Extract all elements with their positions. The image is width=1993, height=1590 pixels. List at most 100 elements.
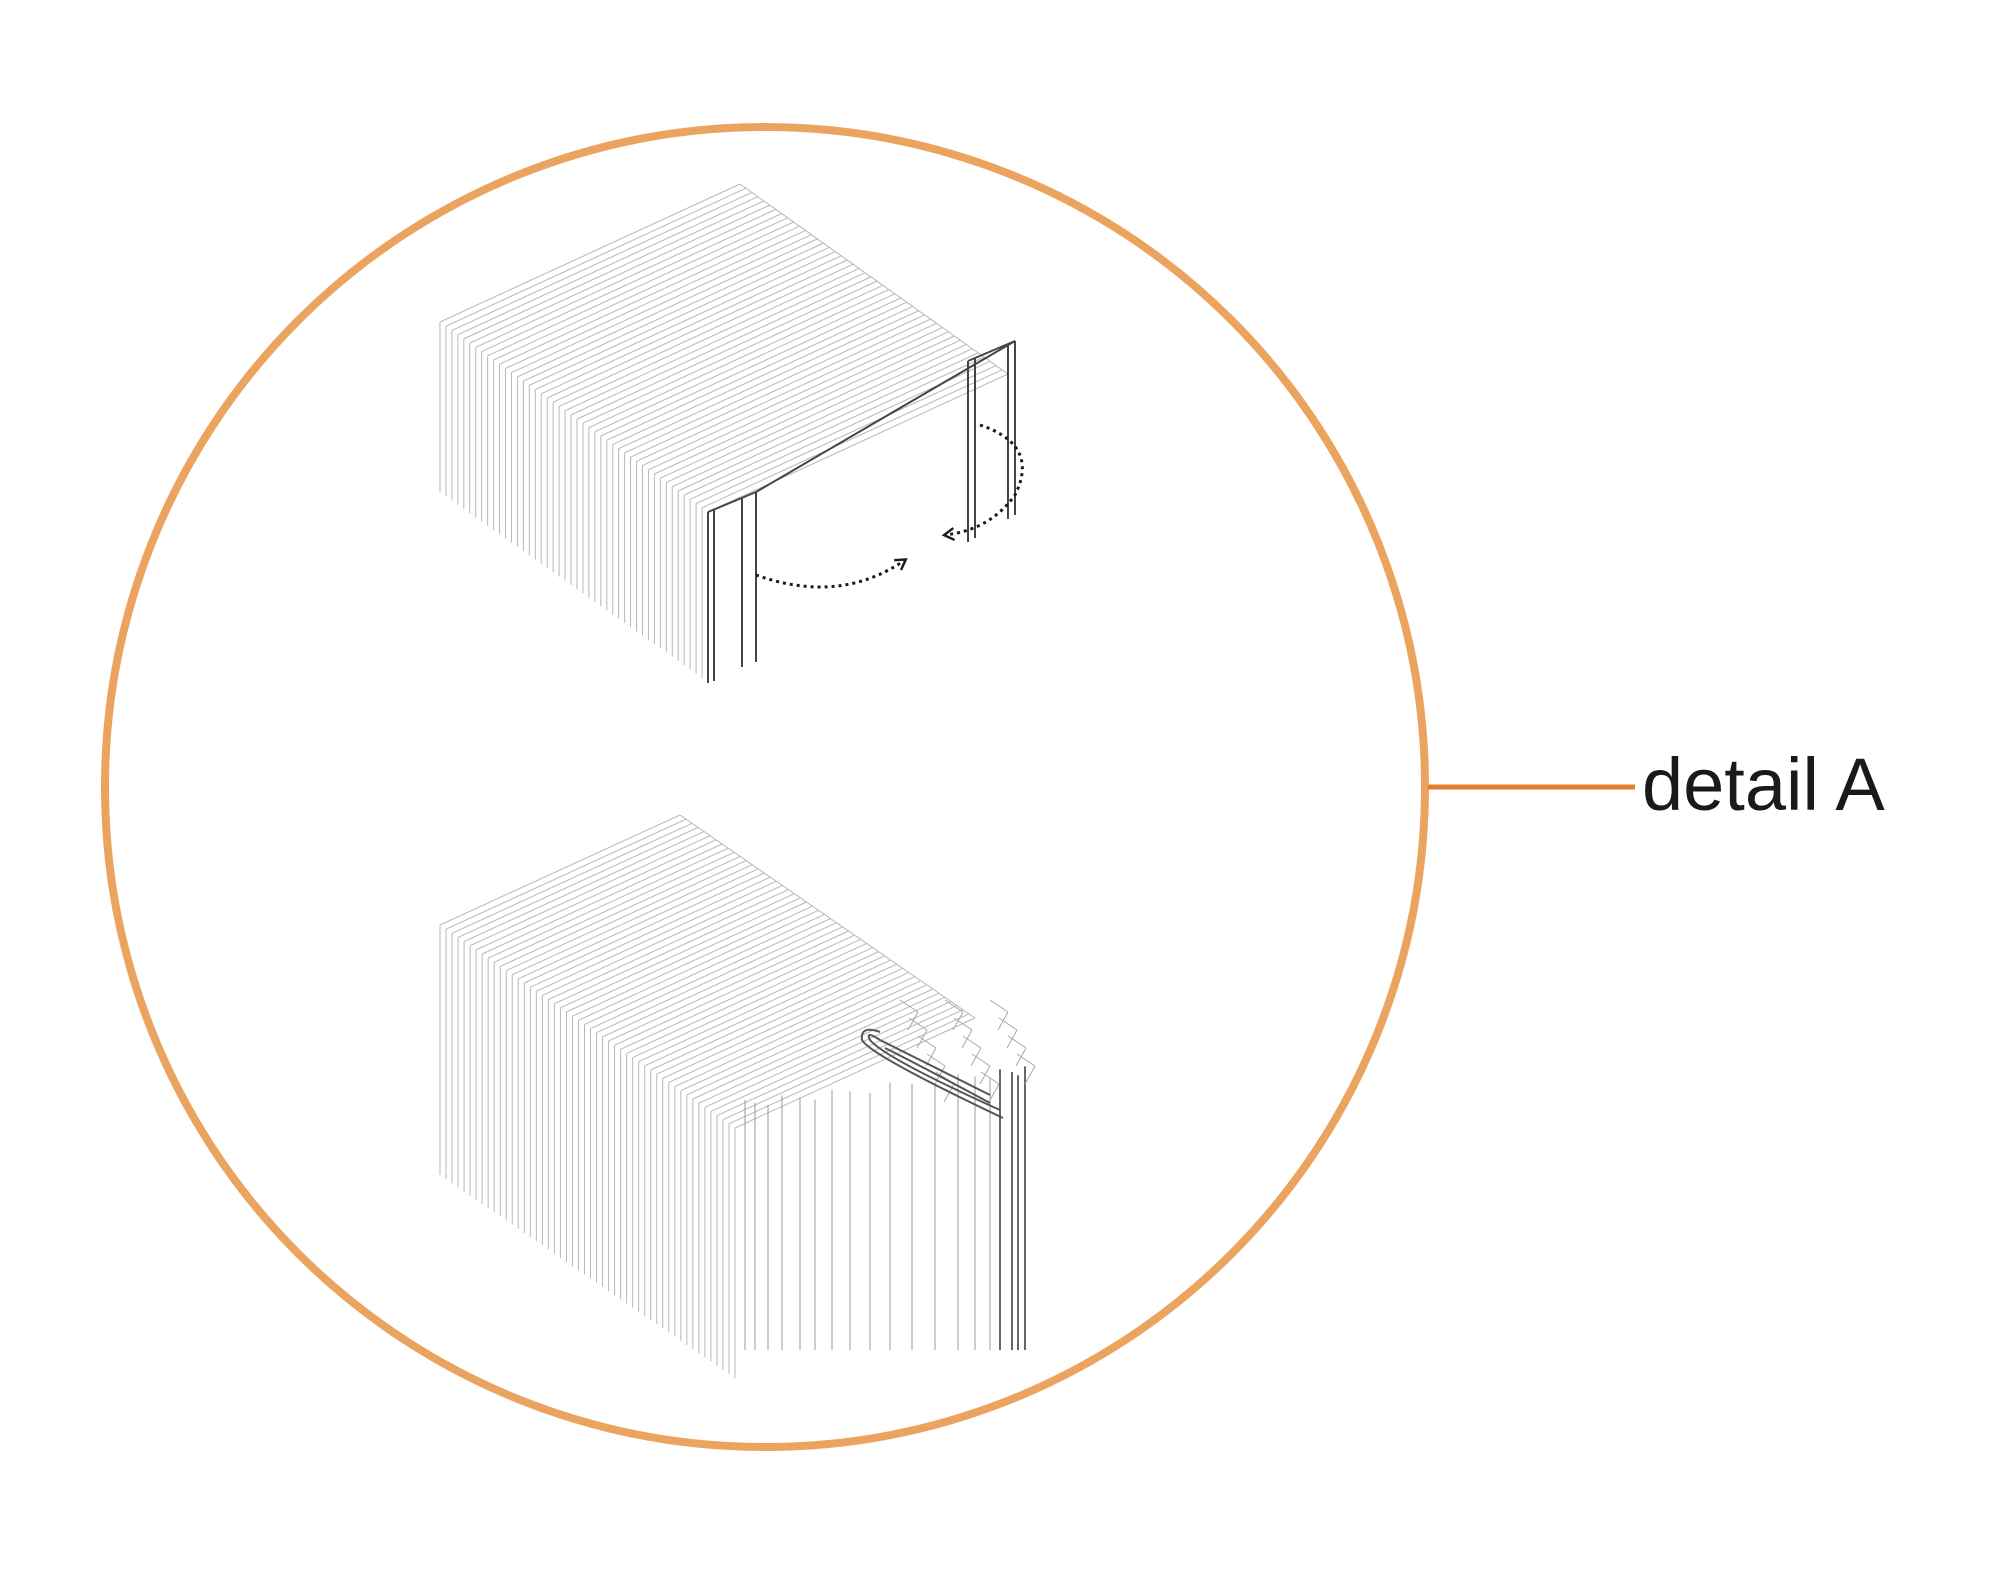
fin-line (632, 947, 873, 1059)
fold-loop (860, 1028, 1004, 1119)
fin-line (686, 984, 928, 1096)
fin-line (439, 814, 681, 926)
fin-line (590, 918, 831, 1030)
fin-line (722, 1009, 964, 1121)
fin-line (716, 1005, 958, 1117)
fin-line (926, 1053, 946, 1067)
fin-line (558, 267, 860, 407)
fin-line (588, 289, 890, 429)
fin-line (570, 276, 872, 416)
fin-line (953, 1017, 973, 1031)
fin-line (644, 955, 885, 1067)
fin-line (445, 187, 747, 327)
fin-line (596, 922, 837, 1034)
fin-line (445, 818, 687, 930)
fin-line (962, 1035, 982, 1049)
fin-line (475, 208, 776, 348)
fin-line (457, 826, 699, 938)
fin-line (554, 893, 795, 1005)
fin-line (523, 242, 824, 382)
fin-line (511, 234, 812, 374)
fin-line (668, 971, 909, 1083)
front-panel (744, 999, 1036, 1350)
fin-line (614, 934, 855, 1046)
fin-line (662, 967, 903, 1079)
fin-line (481, 843, 723, 955)
fin-line (674, 976, 916, 1088)
fin-stack-folded (439, 814, 1036, 1378)
fin-line (648, 331, 949, 471)
fin-line (469, 204, 770, 344)
fin-line (457, 196, 759, 336)
fin-line (642, 327, 943, 467)
fin-line (998, 1017, 1018, 1031)
fin-line (692, 988, 934, 1100)
fin-line (572, 905, 813, 1017)
fin-line (636, 322, 937, 462)
detail-label: detail A (1642, 743, 1885, 826)
fin-line (451, 191, 753, 331)
fin-line (439, 183, 741, 323)
fin-line (578, 909, 819, 1021)
fin-line (552, 263, 854, 403)
fin-line (683, 356, 985, 496)
fin-line (518, 868, 759, 980)
fin-line (576, 280, 878, 420)
fin-line (608, 930, 849, 1042)
fin-line (624, 314, 925, 454)
fin-line (654, 335, 955, 475)
fin-line (680, 980, 922, 1092)
fin-line (666, 343, 967, 483)
fin-line (564, 272, 866, 412)
fin-line (1024, 1065, 1036, 1085)
fin-line (620, 938, 861, 1050)
fin-line (469, 835, 711, 947)
fin-line (536, 880, 777, 992)
fin-line (1016, 1053, 1036, 1067)
fin-line (701, 369, 1003, 509)
fin-line (463, 831, 705, 943)
fin-line (707, 373, 1009, 513)
fin-line (535, 251, 836, 391)
fin-line (980, 1071, 1000, 1085)
front-panel (707, 340, 1016, 683)
fin-line (739, 183, 1009, 375)
fin-line (704, 996, 946, 1108)
fin-line (630, 318, 931, 458)
fin-line (602, 926, 843, 1038)
fin-line (529, 246, 830, 386)
fin-line (606, 301, 907, 441)
fin-line (899, 999, 919, 1013)
fin-line (451, 822, 693, 934)
fin-line (698, 992, 940, 1104)
fin-line (517, 238, 818, 378)
fin-line (493, 851, 735, 963)
fin-line (530, 876, 771, 988)
fin-line (546, 259, 848, 399)
fin-line (487, 847, 729, 959)
detail-circle (101, 123, 1429, 1451)
fin-line (548, 889, 789, 1001)
fin-line (678, 352, 979, 492)
fin-line (600, 297, 902, 437)
fin-line (584, 913, 825, 1025)
fin-line (679, 814, 976, 1019)
fin-line (734, 1017, 976, 1129)
fin-line (917, 1035, 937, 1049)
fin-line (582, 284, 884, 424)
fin-line (989, 999, 1009, 1013)
fin-line (638, 951, 879, 1063)
fin-line (728, 1013, 970, 1125)
fin-line (499, 855, 741, 967)
fin-line (618, 310, 919, 450)
fin-line (524, 872, 765, 984)
fin-line (499, 225, 800, 365)
fin-line (463, 200, 765, 340)
fin-line (1007, 1035, 1027, 1049)
fin-lines (439, 183, 1009, 682)
fin-line (487, 217, 788, 357)
fin-line (672, 348, 973, 488)
fin-line (541, 255, 842, 395)
fin-line (656, 963, 897, 1075)
fin-line (594, 293, 896, 433)
